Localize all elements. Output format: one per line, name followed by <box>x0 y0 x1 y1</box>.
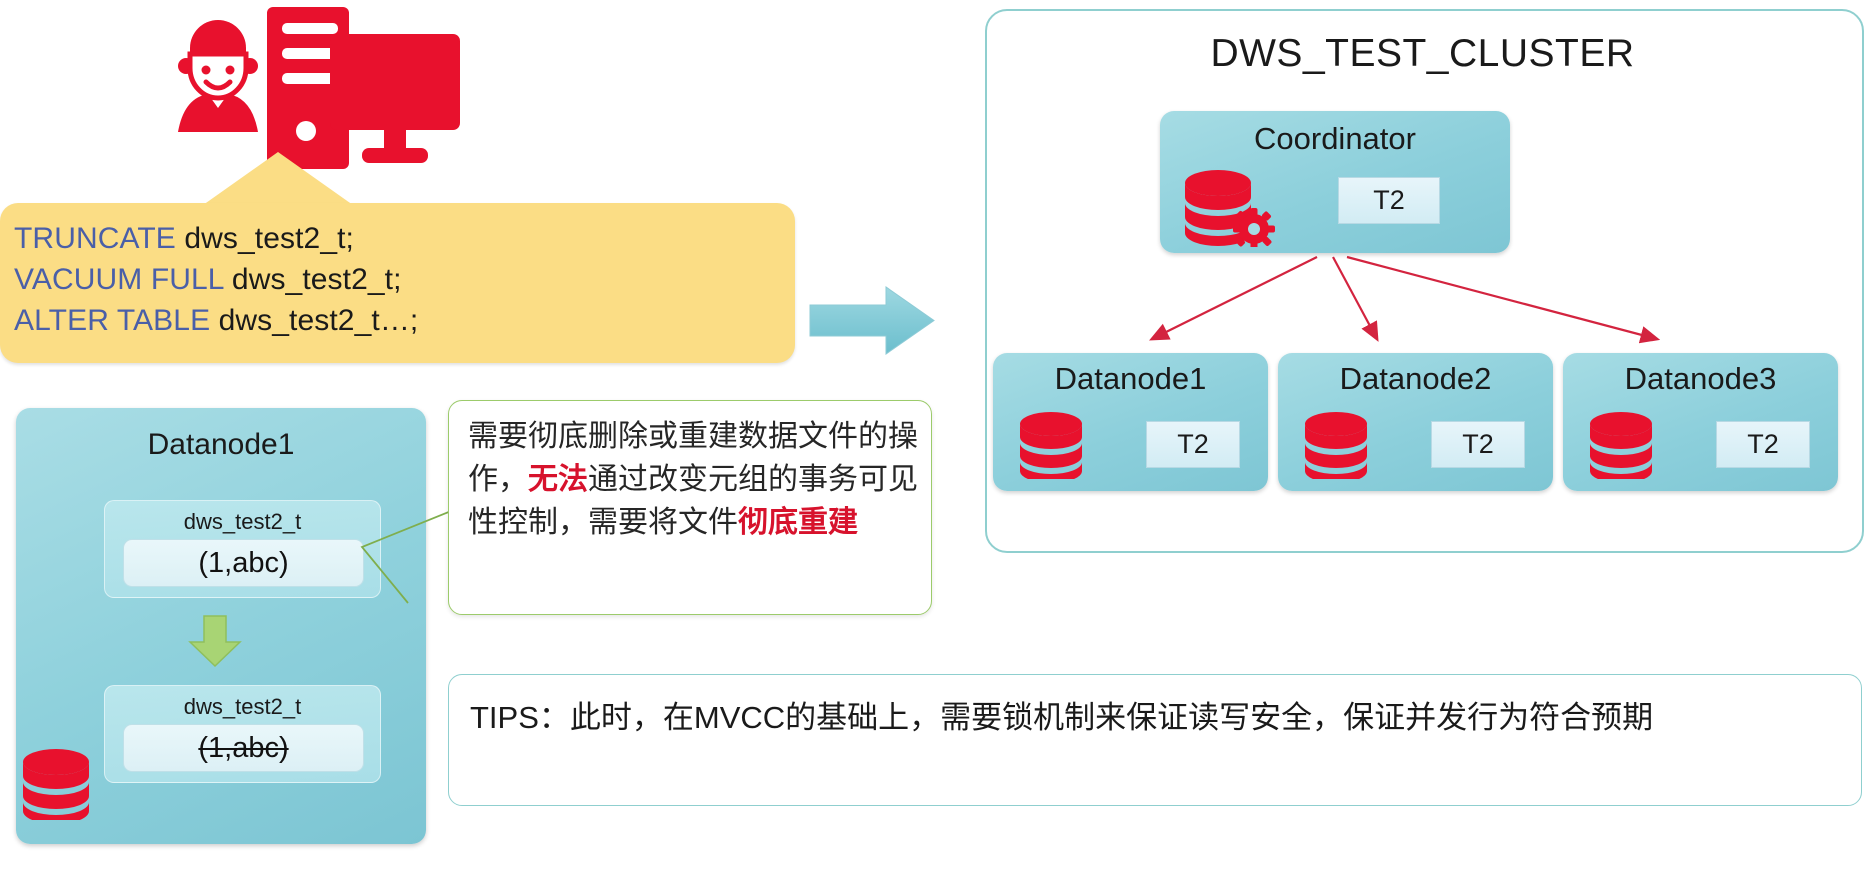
user-with-computer-icon <box>170 4 460 184</box>
sql-keyword: ALTER TABLE <box>14 304 211 337</box>
datanode-tag: T2 <box>1431 421 1525 468</box>
coordinator-title: Coordinator <box>1254 121 1416 156</box>
database-icon <box>1587 411 1657 484</box>
datanode-title: Datanode2 <box>1339 361 1492 396</box>
tips-box <box>448 674 1862 806</box>
sql-line-2: VACUUM FULL dws_test2_t; <box>14 259 774 300</box>
datanode-detail-title: Datanode1 <box>147 428 295 461</box>
database-gear-icon <box>1182 169 1277 252</box>
database-icon <box>20 748 94 825</box>
sql-line-1: TRUNCATE dws_test2_t; <box>14 218 774 259</box>
table-name: dws_test2_t <box>183 509 302 534</box>
datanode-tag: T2 <box>1146 421 1240 468</box>
note-part-2: 通过改变元组的事务可见性控制，需要将文件 <box>468 463 918 539</box>
database-icon <box>1302 411 1372 484</box>
coordinator-tag: T2 <box>1338 177 1440 224</box>
coordinator-node[interactable]: Coordinator <box>1160 111 1510 253</box>
sql-statement-list: TRUNCATE dws_test2_t; VACUUM FULL dws_te… <box>14 218 774 341</box>
note-callout-box <box>448 400 932 615</box>
sql-identifier: dws_test2_t; <box>175 222 354 255</box>
cluster-datanode-2[interactable]: Datanode2 T2 <box>1278 353 1553 491</box>
table-row: (1,abc) <box>123 539 364 587</box>
sql-identifier: dws_test2_t; <box>223 263 402 296</box>
sql-identifier: dws_test2_t…; <box>210 304 419 337</box>
database-icon <box>1017 411 1087 484</box>
table-name: dws_test2_t <box>183 694 302 719</box>
note-text: 需要彻底删除或重建数据文件的操作，无法通过改变元组的事务可见性控制，需要将文件彻… <box>468 415 918 544</box>
cluster-datanode-1[interactable]: Datanode1 T2 <box>993 353 1268 491</box>
note-highlight-1: 无法 <box>528 463 588 496</box>
sql-callout-tail <box>196 152 360 210</box>
note-highlight-2: 彻底重建 <box>738 506 858 539</box>
tips-text: TIPS：此时，在MVCC的基础上，需要锁机制来保证读写安全，保证并发行为符合预… <box>470 700 1654 735</box>
cluster-datanode-3[interactable]: Datanode3 T2 <box>1563 353 1838 491</box>
datanode-title: Datanode3 <box>1624 361 1777 396</box>
transition-down-arrow-icon <box>187 614 243 668</box>
sql-keyword: TRUNCATE <box>14 222 176 255</box>
table-box-before: dws_test2_t (1,abc) <box>104 500 381 598</box>
datanode-title: Datanode1 <box>1054 361 1207 396</box>
datanode-tag: T2 <box>1716 421 1810 468</box>
cluster-connector-arrows <box>1149 255 1661 344</box>
note-leader-line <box>360 504 467 604</box>
sql-keyword: VACUUM FULL <box>14 263 224 296</box>
table-box-after: dws_test2_t (1,abc) <box>104 685 381 783</box>
sql-line-3: ALTER TABLE dws_test2_t…; <box>14 300 774 341</box>
flow-arrow-right-icon <box>808 283 936 358</box>
note-part-1: 需要彻底删除或重建数据文件的操作， <box>468 420 918 496</box>
cluster-title: DWS_TEST_CLUSTER <box>1210 32 1635 75</box>
sql-callout-box <box>0 203 795 363</box>
table-row-deleted: (1,abc) <box>123 724 364 772</box>
